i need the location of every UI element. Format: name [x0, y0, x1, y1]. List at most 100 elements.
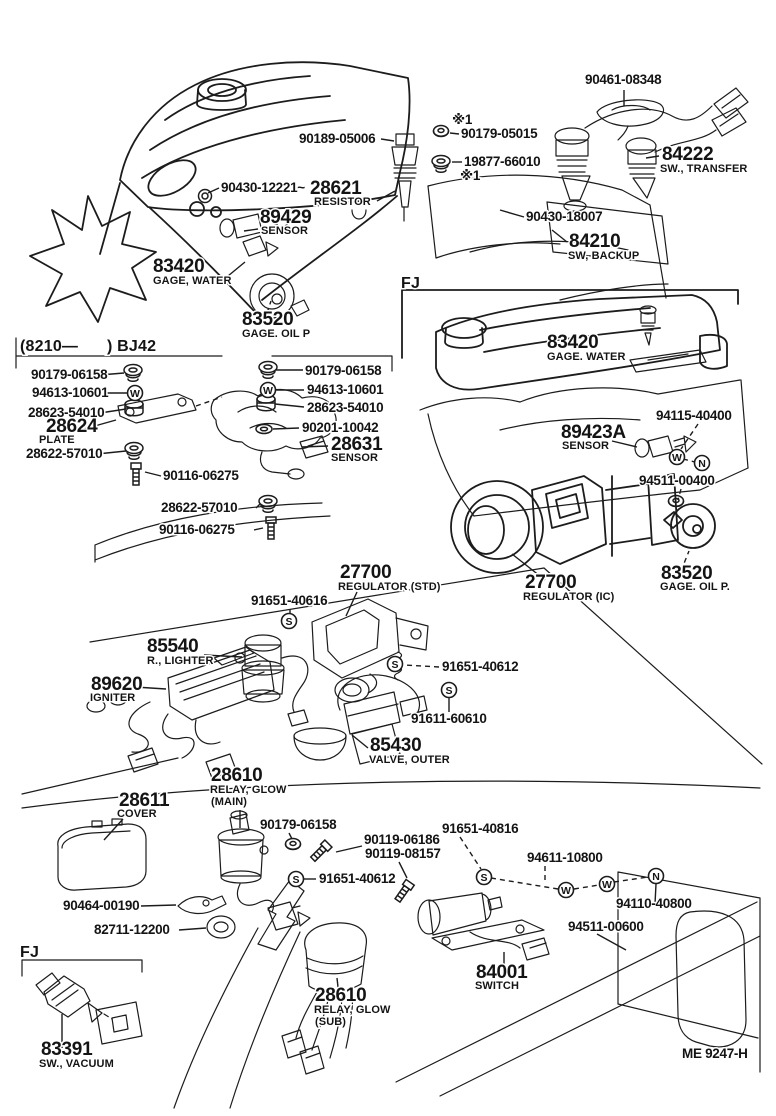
label-28623-54010: 28623-54010: [28, 405, 104, 420]
fj-bottom-inset: [21, 959, 143, 1045]
label-90119-08157: 90119-08157: [365, 846, 441, 861]
callout-s-icon: S: [280, 612, 298, 630]
label-cover: COVER: [117, 808, 157, 820]
label-91651-40612: 91651-40612: [442, 659, 518, 674]
label-28610: 28610: [315, 985, 366, 1006]
label-valve-outer: VALVE, OUTER: [369, 754, 450, 766]
leader-line: [140, 904, 177, 907]
relay-cover-part: [57, 818, 147, 891]
label-85540: 85540: [147, 636, 198, 657]
label-28621: 28621: [310, 178, 362, 199]
label-89423a: 89423A: [561, 422, 626, 443]
leader-line: [596, 933, 627, 951]
label-83420: 83420: [153, 256, 204, 277]
flat-icon: [255, 423, 273, 435]
leader-line: [398, 861, 408, 879]
leader-line: [103, 818, 124, 841]
fj-block-lines: [419, 379, 749, 517]
bolt-icon: [394, 878, 416, 904]
oil-pressure-sender-part: [249, 273, 310, 319]
label-28624: 28624: [46, 416, 98, 437]
ring-icon: [197, 188, 213, 204]
svg-text:W: W: [130, 388, 140, 400]
label-main: (MAIN): [211, 796, 247, 808]
engine-bj-outline: [29, 61, 411, 323]
bolt-icon: [309, 838, 334, 863]
label-gage-oil-p: GAGE. OIL P.: [660, 581, 730, 593]
leader-line: [99, 408, 127, 414]
water-gage-sensor-part: [242, 235, 279, 257]
label-91611-60610: 91611-60610: [411, 711, 487, 726]
label-94115-40400: 94115-40400: [656, 408, 732, 423]
leader-line: [645, 155, 660, 159]
label-90179-06158: 90179-06158: [31, 367, 108, 382]
callout-n-icon: N: [647, 867, 665, 885]
transfer-switch-part: [625, 107, 747, 199]
valve-outer-part: [293, 674, 428, 765]
label-90179-05015: 90179-05015: [461, 126, 538, 141]
leader-line: [195, 396, 223, 407]
svg-text:N: N: [698, 458, 706, 470]
label-relay-glow: RELAY, GLOW: [314, 1004, 391, 1016]
label-sensor: SENSOR: [261, 225, 308, 237]
leader-line: [255, 503, 261, 509]
section-header-fj-bottom: FJ: [20, 944, 39, 961]
callout-w-icon: W: [126, 384, 144, 402]
grommet-icon: [124, 441, 144, 460]
leader-line: [682, 458, 696, 463]
callout-w-icon: W: [598, 875, 616, 893]
leader-line: [345, 591, 358, 617]
leader-line: [83, 419, 117, 430]
label-gage-water: GAGE. WATER: [547, 351, 626, 363]
label-19877-66010: 19877-66010: [464, 154, 540, 169]
label-83520: 83520: [661, 563, 712, 584]
label-94611-10800: 94611-10800: [527, 850, 603, 865]
label-84210: 84210: [569, 231, 620, 252]
leader-line: [403, 664, 440, 668]
bj42-bracket: [15, 337, 393, 372]
rear-lighter-part: [234, 634, 309, 727]
svg-text:S: S: [480, 872, 487, 884]
leader-line: [499, 209, 525, 218]
leader-line: [253, 527, 264, 531]
label-90189-05006: 90189-05006: [299, 131, 376, 146]
label-94511-00600: 94511-00600: [568, 919, 644, 934]
label-switch: SWITCH: [475, 980, 519, 992]
backup-switch-plate: [546, 201, 669, 265]
callout-s-icon: S: [386, 655, 404, 673]
leader-line: [680, 550, 690, 572]
cooling-fan: [29, 195, 157, 323]
leader-line: [99, 372, 125, 376]
label-91651-40816: 91651-40816: [442, 821, 519, 836]
label-sw-transfer: SW., TRANSFER: [660, 163, 747, 175]
leader-line: [654, 883, 657, 905]
clamp-90461-part: [596, 99, 665, 141]
label-sensor: SENSOR: [562, 440, 609, 452]
label-94613-10601: 94613-10601: [32, 385, 109, 400]
label-28611: 28611: [119, 790, 170, 811]
leader-line: [573, 884, 600, 890]
label-83420: 83420: [547, 332, 598, 353]
label-90201-10042: 90201-10042: [302, 420, 378, 435]
hardware-icons: [123, 124, 685, 904]
switch-84001-part: [417, 892, 550, 961]
label-27700: 27700: [525, 572, 576, 593]
label-28622-57010: 28622-57010: [26, 446, 102, 461]
label-90430-18007: 90430-18007: [526, 209, 602, 224]
svg-text:S: S: [391, 659, 398, 671]
water-outlet: [147, 159, 197, 197]
svg-text:W: W: [602, 879, 612, 891]
label-82711-12200: 82711-12200: [94, 922, 170, 937]
label-90119-06186: 90119-06186: [364, 832, 440, 847]
body-frame-lines: [173, 871, 761, 1109]
label-sensor: SENSOR: [331, 452, 378, 464]
callout-n-icon: N: [693, 454, 711, 472]
leader-line: [266, 300, 272, 314]
leader-line: [351, 734, 369, 749]
backup-switch-part: [554, 87, 749, 221]
label-plate: PLATE: [39, 434, 75, 446]
sensor-89429-part: [219, 213, 291, 239]
regulator-ic-part: [450, 473, 679, 574]
